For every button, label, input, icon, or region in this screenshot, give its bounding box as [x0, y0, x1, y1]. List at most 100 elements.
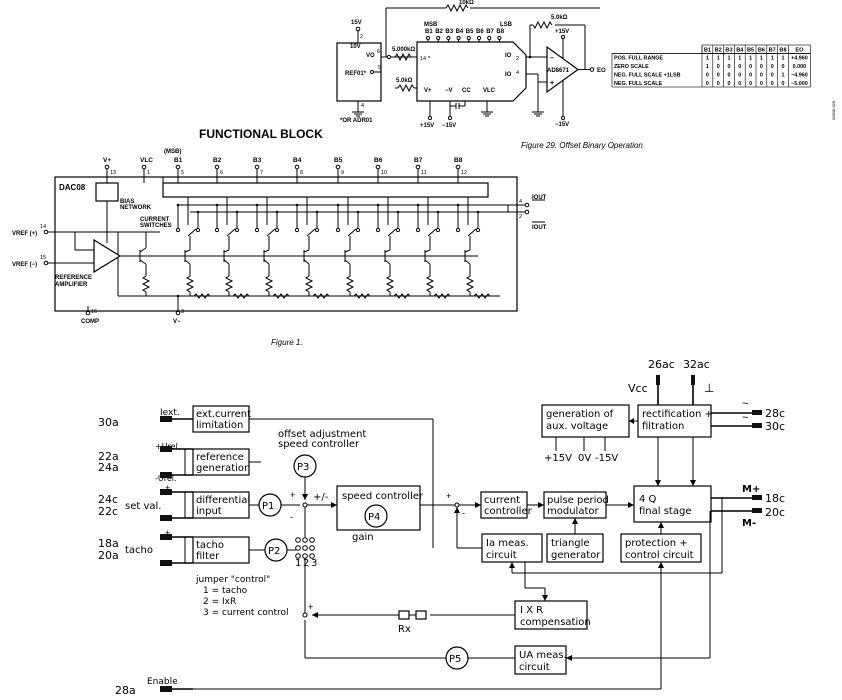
bit-input-pin: [436, 35, 441, 41]
block-rectification: [637, 404, 712, 438]
pot-p4-label: P4: [368, 512, 380, 523]
table-cell: 0: [771, 64, 774, 70]
pin-name-vlc: VLC: [140, 157, 153, 164]
amp-supply-n: −15V: [555, 122, 569, 128]
svg-text:-: -: [462, 508, 465, 518]
vref-n-label: VREF (−): [12, 262, 37, 268]
ref-pin6: 6: [377, 49, 380, 55]
table-header: B3: [725, 47, 732, 53]
pin-name-b8: B8: [454, 157, 463, 164]
table-cell: 0: [728, 81, 731, 87]
pin-28a: 28a: [115, 684, 136, 697]
bit-label-b7: B7: [486, 29, 494, 35]
pin-28c: 28c: [765, 407, 785, 420]
jumper-item-2: 2 = IxR: [203, 597, 236, 607]
pin-name-vplus: V+: [103, 157, 111, 164]
gain-label: gain: [352, 532, 374, 543]
dac-cc: CC: [462, 88, 471, 94]
table-cell: 1: [749, 56, 752, 62]
jumper-title: jumper "control": [195, 575, 270, 585]
table-cell-eo: +4.960: [791, 56, 808, 62]
bit-input-pin: [446, 35, 451, 41]
pin-number: 13: [110, 170, 116, 176]
msb-label: MSB: [424, 22, 438, 28]
vminus-num: 3: [181, 309, 184, 315]
pin-number: 12: [461, 170, 467, 176]
signal-wiring: + - + -: [175, 418, 723, 690]
table-header: B1: [704, 47, 711, 53]
iout-label: IOUT: [532, 195, 547, 201]
iout-b-num: 2: [519, 214, 522, 220]
dac-vplus: V+: [424, 88, 432, 94]
dac-vlc: VLC: [483, 88, 496, 94]
pin-26ac-label: 26ac: [648, 358, 675, 371]
connector-pin: [160, 686, 172, 692]
table-cell-eo: 0.000: [793, 64, 807, 70]
dac08-name: DAC08: [59, 183, 86, 192]
connector-pin: [160, 472, 172, 478]
label-urel-n: -Urel.: [155, 474, 177, 483]
summing-pm-label: +/-: [313, 492, 329, 503]
table-cell: 1: [728, 56, 731, 62]
bit-input-pin: [425, 35, 431, 41]
pin-terminal: [294, 164, 300, 170]
pin-32ac-label: 32ac: [683, 358, 710, 371]
block-ia-meas: [481, 533, 543, 563]
io-top-label: IO: [505, 53, 512, 59]
label-iext: Iext.: [160, 408, 180, 418]
block-triangle-gen: [546, 533, 604, 563]
block-rectification-text: rectification +filtration: [642, 409, 713, 432]
pin-number: 1: [147, 170, 150, 176]
pin-terminal: [335, 164, 341, 170]
dac08-chip: [54, 176, 518, 312]
pin-terminal: [175, 164, 181, 170]
aux-out-m15: -15V: [595, 453, 618, 464]
svg-text:+: +: [446, 491, 451, 501]
vcc-label: Vcc: [628, 382, 648, 395]
pot-p3-label: P3: [297, 462, 309, 473]
table-cell: 0: [738, 72, 741, 78]
table-row-label: NEG. FULL SCALE +1LSB: [614, 72, 681, 78]
bit-input-pin: [476, 35, 482, 41]
table-header: B7: [769, 47, 776, 53]
bit-label-b4: B4: [456, 29, 464, 35]
svg-text:-: -: [290, 512, 293, 522]
eo-label: EO: [597, 68, 606, 74]
dac-supply-n: −15V: [442, 123, 456, 129]
svg-text:+: +: [308, 602, 313, 612]
or-note: *OR ADR01: [340, 118, 373, 124]
lsb-label: LSB: [500, 22, 513, 28]
table-cell-eo: −5.000: [791, 81, 808, 87]
table-header: B6: [758, 47, 765, 53]
r-low-label: 5.0kΩ: [396, 78, 413, 84]
pin-terminal: [415, 164, 421, 170]
pot-p5-label: P5: [449, 654, 461, 665]
table-cell: 1: [738, 56, 741, 62]
pin-22c: 22c: [98, 505, 118, 518]
switch-decoder-bar: [162, 182, 489, 198]
jumper-pins: [295, 537, 315, 559]
table-header: B5: [747, 47, 754, 53]
bit-input-pin: [466, 35, 471, 41]
dac-pin14: 14: [420, 56, 426, 62]
r-mid-label: 5.000kΩ: [392, 47, 415, 53]
dac08-msb: (MSB): [164, 149, 181, 155]
pin-name-b5: B5: [334, 157, 343, 164]
pin-number: 11: [421, 170, 427, 176]
table-cell: 1: [782, 56, 785, 62]
dac-pin4: 4: [516, 70, 519, 76]
pin-24c: 24c: [98, 493, 118, 506]
pin-number: 6: [220, 170, 223, 176]
connector-pin: [160, 489, 172, 495]
table-cell: 0: [760, 81, 763, 87]
